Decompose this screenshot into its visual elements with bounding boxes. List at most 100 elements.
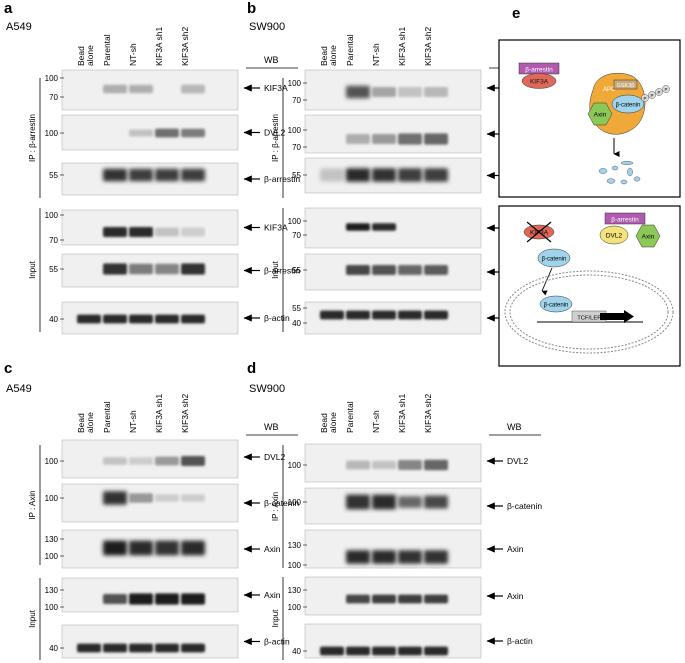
nucleus-outer-membrane (504, 270, 674, 354)
lane-label: NT-sh (128, 43, 138, 66)
blot-band (346, 460, 370, 470)
protein-label: β-actin (264, 637, 290, 647)
lane-label: alone (85, 45, 95, 66)
lane-label: Bead (319, 413, 329, 433)
protein-label: β-catenin (507, 501, 542, 511)
blot-band (424, 133, 448, 145)
size-marker: 70 (49, 236, 58, 245)
blot-band (103, 227, 127, 237)
blot: 40β-actin (49, 624, 290, 659)
beta-arrestin-label: β-arrestin (611, 217, 639, 224)
blot-band (181, 168, 205, 182)
nucleus-inner-membrane (509, 274, 669, 350)
size-marker: 55 (292, 171, 301, 180)
lane-label: Parental (345, 401, 355, 433)
nuclear-beta-catenin-shape (539, 295, 573, 313)
blot-band (181, 84, 205, 94)
blot-band (129, 168, 153, 182)
protein-label: KIF3A (264, 223, 288, 233)
phospho-label: P (657, 90, 660, 95)
blot-band (77, 314, 101, 324)
blot-band (346, 134, 370, 144)
blot-band (181, 128, 205, 138)
blot-band (372, 460, 396, 470)
blot-band (424, 265, 448, 275)
wb-label: WB (264, 55, 279, 65)
blot-band (372, 87, 396, 97)
axin-label: Axin (642, 234, 655, 241)
lane-label: KIF3A sh2 (423, 394, 433, 433)
blot-band (155, 168, 179, 182)
blot-membrane (61, 483, 239, 523)
lane-label: KIF3A sh2 (180, 394, 190, 433)
blot-band (346, 494, 370, 510)
tcf-lef-label: TCF/LEF (577, 316, 601, 322)
blot-band (346, 85, 370, 99)
blot-band (372, 646, 396, 656)
cell-line-label: A549 (6, 21, 32, 33)
phospho-groups: P P P P (641, 85, 670, 102)
blot-band (155, 227, 179, 237)
blot-band (372, 494, 396, 510)
blot-band (129, 84, 153, 94)
size-marker: 70 (292, 143, 301, 152)
lane-label: Bead (319, 46, 329, 66)
blot-band (77, 643, 101, 653)
blot-band (103, 168, 127, 182)
size-marker: 55 (292, 304, 301, 313)
blot: 40β-actin (292, 623, 533, 659)
blot-band (103, 457, 127, 465)
blot: 5540β-actin (292, 301, 533, 335)
size-marker: 40 (49, 315, 58, 324)
size-marker: 40 (292, 647, 301, 656)
lane-label: KIF3A sh1 (154, 394, 164, 433)
axin-label: Axin (594, 112, 607, 119)
beta-arrestin-shape (604, 212, 646, 225)
blot: 55β-arrestin (292, 253, 543, 291)
size-marker: 100 (45, 129, 59, 138)
lane-label: KIF3A sh1 (154, 27, 164, 66)
size-marker: 70 (292, 231, 301, 240)
size-marker: 100 (45, 552, 59, 561)
gsk3b-label: GSK3β (617, 83, 635, 89)
wb-label: WB (507, 422, 522, 432)
size-marker: 100 (45, 603, 59, 612)
lane-label: KIF3A sh1 (397, 27, 407, 66)
blot-band (372, 223, 396, 231)
blot-band (129, 493, 153, 503)
input-bracket-label: Input (28, 260, 37, 279)
panel-letter: a (4, 0, 13, 17)
blot-band (398, 133, 422, 145)
beta-catenin-shape (611, 94, 645, 114)
blot-band (181, 263, 205, 275)
blot-band (155, 494, 179, 502)
protein-label: KIF3A (264, 83, 288, 93)
knockdown-cross-line (526, 221, 552, 243)
blot-band (103, 643, 127, 653)
size-marker: 40 (292, 319, 301, 328)
lane-label: Parental (102, 34, 112, 66)
size-marker: 100 (288, 79, 302, 88)
protein-label: Axin (507, 544, 524, 554)
beta-arrestin-label: β-arrestin (525, 67, 553, 74)
lane-label: Parental (345, 34, 355, 66)
size-marker: 55 (49, 171, 58, 180)
input-bracket-label: Input (271, 609, 280, 628)
blot-band (424, 646, 448, 656)
lane-label: KIF3A sh1 (397, 394, 407, 433)
size-marker: 130 (288, 586, 302, 595)
ip-bracket-label: IP : Axin (28, 490, 37, 519)
blot-band (181, 593, 205, 605)
